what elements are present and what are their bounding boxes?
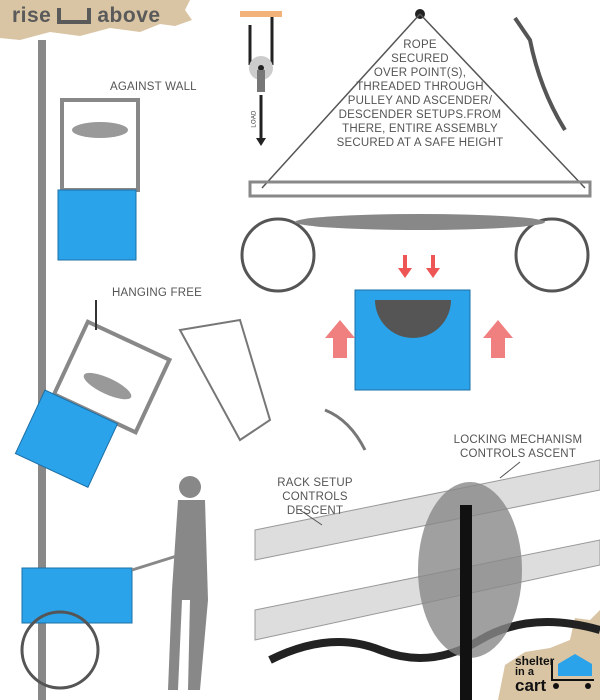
label-against-wall: AGAINST WALL bbox=[110, 81, 197, 93]
cart-hanging-free bbox=[14, 319, 173, 488]
rack-line: RACK SETUP bbox=[277, 477, 353, 489]
rope-note-line: PULLEY AND ASCENDER/ bbox=[347, 95, 493, 107]
down-arrows bbox=[398, 255, 440, 278]
rope-note-line: DESCENDER SETUPS.FROM bbox=[338, 109, 502, 121]
rope-note-line: SECURED AT A SAFE HEIGHT bbox=[336, 137, 504, 149]
paper-torn-top bbox=[0, 0, 192, 40]
logo-word-above: above bbox=[97, 4, 161, 27]
locking-line: LOCKING MECHANISM bbox=[453, 434, 583, 446]
logo-bracket-icon bbox=[57, 8, 92, 24]
ascender-sketch bbox=[324, 408, 367, 451]
label-rope-note: ROPE SECURED OVER POINT(S), THREADED THR… bbox=[320, 38, 520, 150]
logo-line: shelter bbox=[515, 654, 555, 668]
pulley-diagram bbox=[240, 11, 282, 146]
label-hanging-free: HANGING FREE bbox=[112, 287, 202, 299]
logo-word-rise: rise bbox=[12, 4, 52, 27]
rope-note-line: THREADED THROUGH bbox=[356, 81, 484, 93]
person-silhouette bbox=[168, 476, 208, 690]
label-locking-mechanism: LOCKING MECHANISM CONTROLS ASCENT bbox=[448, 433, 588, 461]
logo-rise-above: rise above bbox=[12, 4, 161, 28]
strap-tool bbox=[513, 16, 567, 132]
logo-shelter-in-a-cart: shelter in a cart bbox=[515, 654, 555, 695]
rope-triangle bbox=[261, 9, 586, 189]
cart-main bbox=[240, 180, 592, 391]
wall-pole bbox=[38, 40, 46, 700]
paper-torn-bottom bbox=[498, 610, 600, 700]
label-rack-setup: RACK SETUP CONTROLS DESCENT bbox=[255, 476, 375, 518]
rack-detail bbox=[254, 459, 600, 700]
logo-line: cart bbox=[515, 676, 547, 695]
logo-line: in a bbox=[515, 666, 534, 678]
rack-line: CONTROLS DESCENT bbox=[282, 491, 348, 517]
net-sketch bbox=[178, 318, 272, 442]
cart-pulled bbox=[20, 553, 181, 690]
rope-note-line: THERE, ENTIRE ASSEMBLY bbox=[342, 123, 498, 135]
rope-note-line: SECURED bbox=[391, 53, 449, 65]
label-pulley-load: LOAD bbox=[251, 110, 258, 128]
locking-line: CONTROLS ASCENT bbox=[459, 448, 577, 460]
up-arrows bbox=[325, 320, 513, 358]
rope-note-line: ROPE bbox=[403, 39, 437, 51]
house-cart-icon bbox=[551, 654, 594, 689]
cart-against-wall bbox=[57, 98, 140, 261]
rope-note-line: OVER POINT(S), bbox=[373, 67, 467, 79]
